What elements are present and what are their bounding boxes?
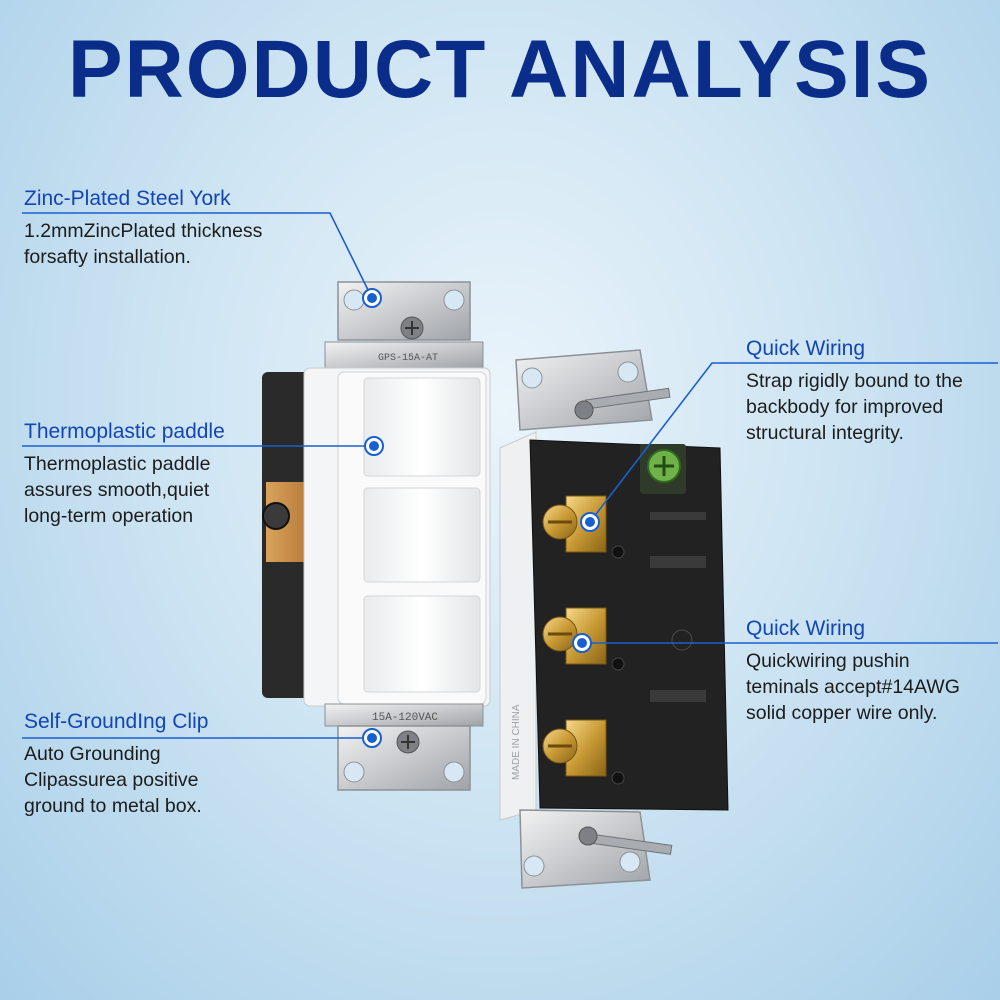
callout-wiring-strap: Quick Wiring Strap rigidly bound to the … <box>746 336 963 446</box>
callout-line: 1.2mmZincPlated thickness <box>24 220 263 242</box>
callout-line: Auto Grounding <box>24 743 161 765</box>
callout-line: structural integrity. <box>746 422 904 444</box>
callout-line: ground to metal box. <box>24 795 202 817</box>
callout-body: Auto Grounding Clipassurea positive grou… <box>24 741 208 819</box>
top-strap-marking: GPS-15A-AT <box>378 353 438 364</box>
callout-line: Quickwiring pushin <box>746 650 910 672</box>
paddle-top <box>363 377 481 477</box>
callout-body: Quickwiring pushin teminals accept#14AWG… <box>746 648 960 726</box>
callout-body: Strap rigidly bound to the backbody for … <box>746 368 963 446</box>
leader-line-wiring1 <box>589 362 998 523</box>
page-title: PRODUCT ANALYSIS <box>67 24 933 115</box>
callout-line: backbody for improved <box>746 396 944 418</box>
callout-line: long-term operation <box>24 505 194 527</box>
callout-line: teminals accept#14AWG <box>746 676 960 698</box>
paddle-middle <box>363 487 481 583</box>
callout-wiring-pushin: Quick Wiring Quickwiring pushin teminals… <box>746 616 960 726</box>
callout-body: Thermoplastic paddle assures smooth,quie… <box>24 451 225 529</box>
callout-heading: Zinc-Plated Steel York <box>24 187 231 210</box>
callout-line: solid copper wire only. <box>746 702 938 724</box>
callout-paddle: Thermoplastic paddle Thermoplastic paddl… <box>24 419 225 529</box>
leader-dots <box>362 288 600 748</box>
callout-grounding: Self-GroundIng Clip Auto Grounding Clipa… <box>24 709 208 819</box>
callout-line: Clipassurea positive <box>24 769 199 791</box>
bottom-strap-marking: 15A-120VAC <box>372 712 438 724</box>
side-marking: MADE IN CHINA <box>511 704 522 780</box>
callout-heading: Self-GroundIng Clip <box>24 710 209 733</box>
front-switch: GPS-15A-AT 15A-120VAC <box>262 281 491 791</box>
callout-line: forsafty installation. <box>24 246 191 268</box>
side-screw-icon <box>262 502 290 530</box>
callout-zinc: Zinc-Plated Steel York 1.2mmZincPlated t… <box>24 186 262 270</box>
callout-heading: Quick Wiring <box>746 337 866 360</box>
paddle-bottom <box>363 595 481 693</box>
back-switch: MADE IN CHINA <box>499 349 729 889</box>
leader-lines <box>22 212 998 739</box>
callout-heading: Thermoplastic paddle <box>24 420 225 443</box>
callout-line: Thermoplastic paddle <box>24 453 211 475</box>
callout-heading: Quick Wiring <box>746 617 866 640</box>
callout-line: Strap rigidly bound to the <box>746 370 963 392</box>
leader-line-zinc <box>22 212 373 299</box>
callout-body: 1.2mmZincPlated thickness forsafty insta… <box>24 218 262 270</box>
callout-line: assures smooth,quiet <box>24 479 210 501</box>
